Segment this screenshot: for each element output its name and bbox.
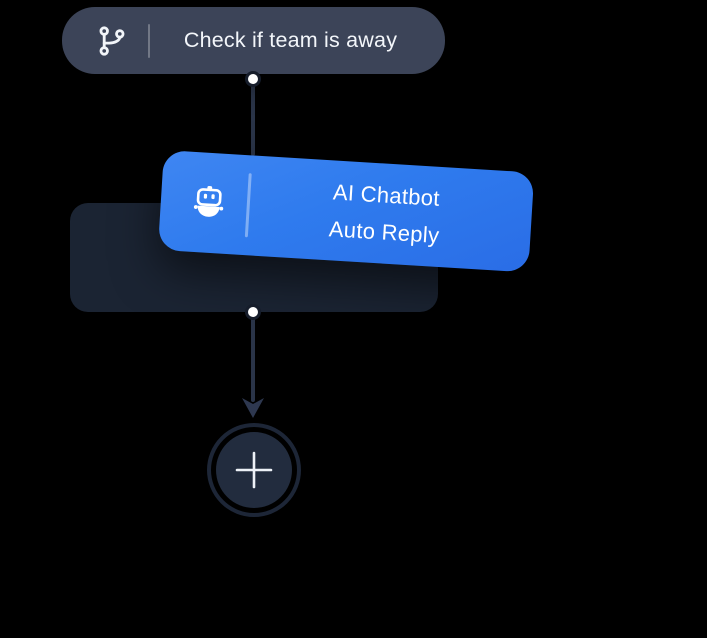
ai-node-title: AI Chatbot Auto Reply: [247, 168, 533, 259]
plus-icon: [235, 451, 273, 489]
add-node-button[interactable]: [207, 423, 301, 517]
port-dot-placeholder-output[interactable]: [245, 304, 261, 320]
edge-line-top: [251, 82, 255, 156]
git-branch-icon: [94, 23, 130, 59]
add-node-inner-circle: [216, 432, 292, 508]
ai-node-title-line1: AI Chatbot: [332, 179, 441, 211]
ai-node-title-line2: Auto Reply: [328, 216, 441, 248]
port-dot-trigger-output[interactable]: [245, 71, 261, 87]
trigger-node-label: Check if team is away: [183, 28, 398, 52]
trigger-node-check-team-away[interactable]: Check if team is away: [62, 7, 445, 74]
robot-icon: [188, 182, 230, 224]
divider: [148, 23, 150, 58]
edge-line-bottom: [251, 316, 255, 402]
arrow-down-icon: [239, 396, 267, 427]
ai-chatbot-node[interactable]: AI Chatbot Auto Reply: [157, 150, 535, 273]
